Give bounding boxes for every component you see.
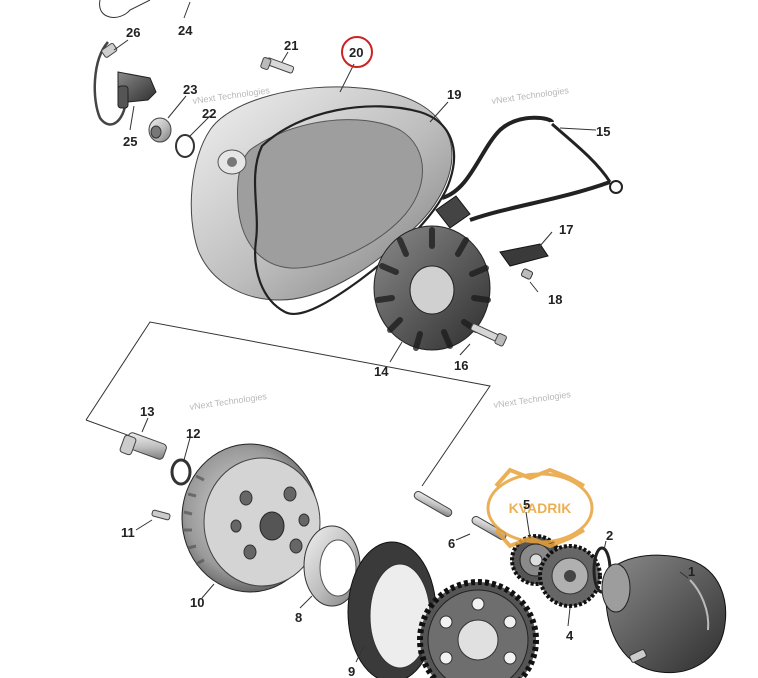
small-bolt [151, 509, 171, 521]
callout-13: 13 [140, 404, 154, 419]
sensor-wire [93, 0, 151, 126]
callout-14: 14 [374, 364, 389, 379]
callout-11: 11 [121, 525, 135, 540]
magneto-rotor [181, 443, 321, 593]
logo-text: KVADRIK [509, 500, 572, 516]
kvadrik-logo: KVADRIK [486, 467, 594, 549]
cover-bolt [260, 56, 295, 74]
rotor-washer [170, 458, 192, 486]
reduction-gear [538, 544, 602, 608]
wiring-harness [435, 115, 623, 229]
callout-19: 19 [447, 87, 461, 102]
callout-5: 5 [523, 497, 530, 512]
o-ring [175, 134, 195, 158]
stator [373, 225, 491, 351]
callout-labels: 1 2 4 5 6 8 9 10 11 12 13 14 15 16 17 18… [121, 23, 695, 678]
starter-motor [601, 554, 727, 674]
callout-12: 12 [186, 426, 200, 441]
callout-17: 17 [559, 222, 573, 237]
starter-gear [417, 579, 539, 678]
clip-screw [520, 268, 534, 280]
callout-8: 8 [295, 610, 302, 625]
callout-20: 20 [349, 45, 363, 60]
callout-25: 25 [123, 134, 137, 149]
idler-shafts [413, 491, 507, 540]
sensor-bolt [101, 42, 118, 58]
watermark-text: vNext Technologies [491, 85, 570, 106]
callout-6: 6 [448, 536, 455, 551]
callout-16: 16 [454, 358, 468, 373]
harness-clip [499, 243, 549, 267]
callout-22: 22 [202, 106, 216, 121]
callout-24: 24 [178, 23, 193, 38]
group-bracket [85, 321, 491, 487]
watermark-text: vNext Technologies [189, 391, 268, 412]
callout-18: 18 [548, 292, 562, 307]
callout-2: 2 [606, 528, 613, 543]
callout-26: 26 [126, 25, 140, 40]
thrust-plate [347, 541, 437, 678]
watermark-text: vNext Technologies [493, 389, 572, 410]
sprag-clutch [303, 525, 361, 607]
callout-10: 10 [190, 595, 204, 610]
callout-9: 9 [348, 664, 355, 678]
speed-sensor [117, 71, 157, 109]
stator-bolt [470, 323, 507, 347]
callout-4: 4 [566, 628, 574, 643]
callout-23: 23 [183, 82, 197, 97]
callout-15: 15 [596, 124, 610, 139]
callout-1: 1 [688, 564, 695, 579]
highlight-circle [341, 36, 373, 68]
rotor-bolt [119, 432, 167, 460]
leader-lines [113, 1, 689, 663]
stator-cover [190, 86, 453, 301]
callout-21: 21 [284, 38, 298, 53]
bushing [148, 117, 172, 143]
